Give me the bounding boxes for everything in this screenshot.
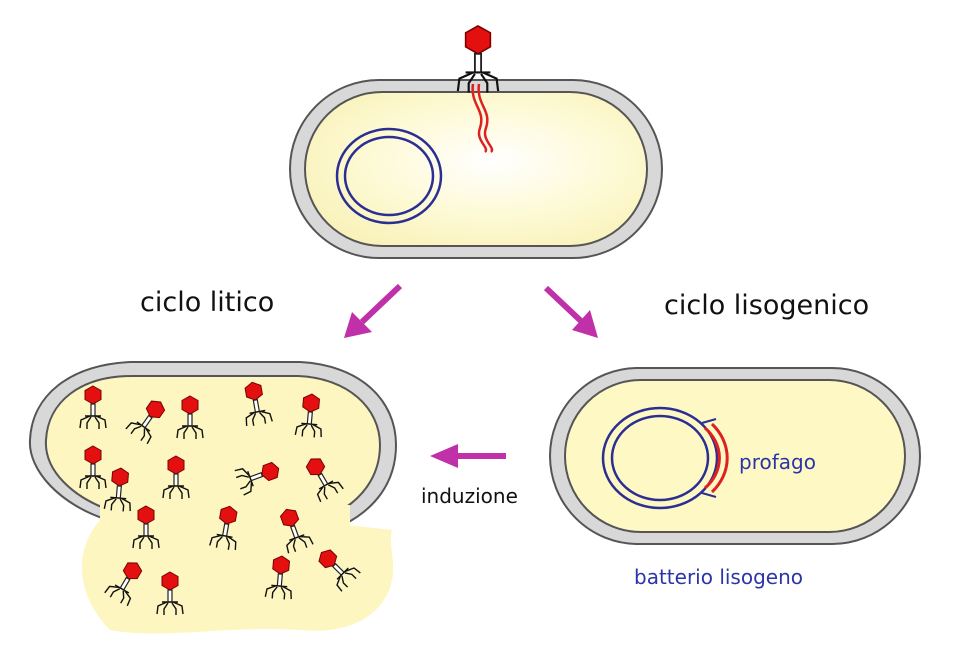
prophage-label: profago (739, 450, 816, 474)
phage-dna-injection (471, 83, 494, 153)
induction-label: induzione (421, 484, 518, 508)
lysogenic-bacterium (549, 367, 921, 545)
arrow-to-lysogenic (543, 285, 598, 338)
top-bacterium (289, 24, 663, 259)
prophage-segment (701, 418, 729, 498)
circular-chromosome-icon (601, 406, 719, 510)
lysogenic-cycle-label: ciclo lisogenico (664, 290, 870, 321)
arrow-to-lytic (344, 283, 403, 338)
arrow-induction (430, 444, 506, 468)
lysogenic-bacterium-label: batterio lisogeno (634, 565, 803, 589)
lytic-cycle-label: ciclo litico (140, 287, 275, 318)
lysing-bacterium (28, 361, 398, 634)
circular-chromosome-icon (335, 127, 443, 225)
